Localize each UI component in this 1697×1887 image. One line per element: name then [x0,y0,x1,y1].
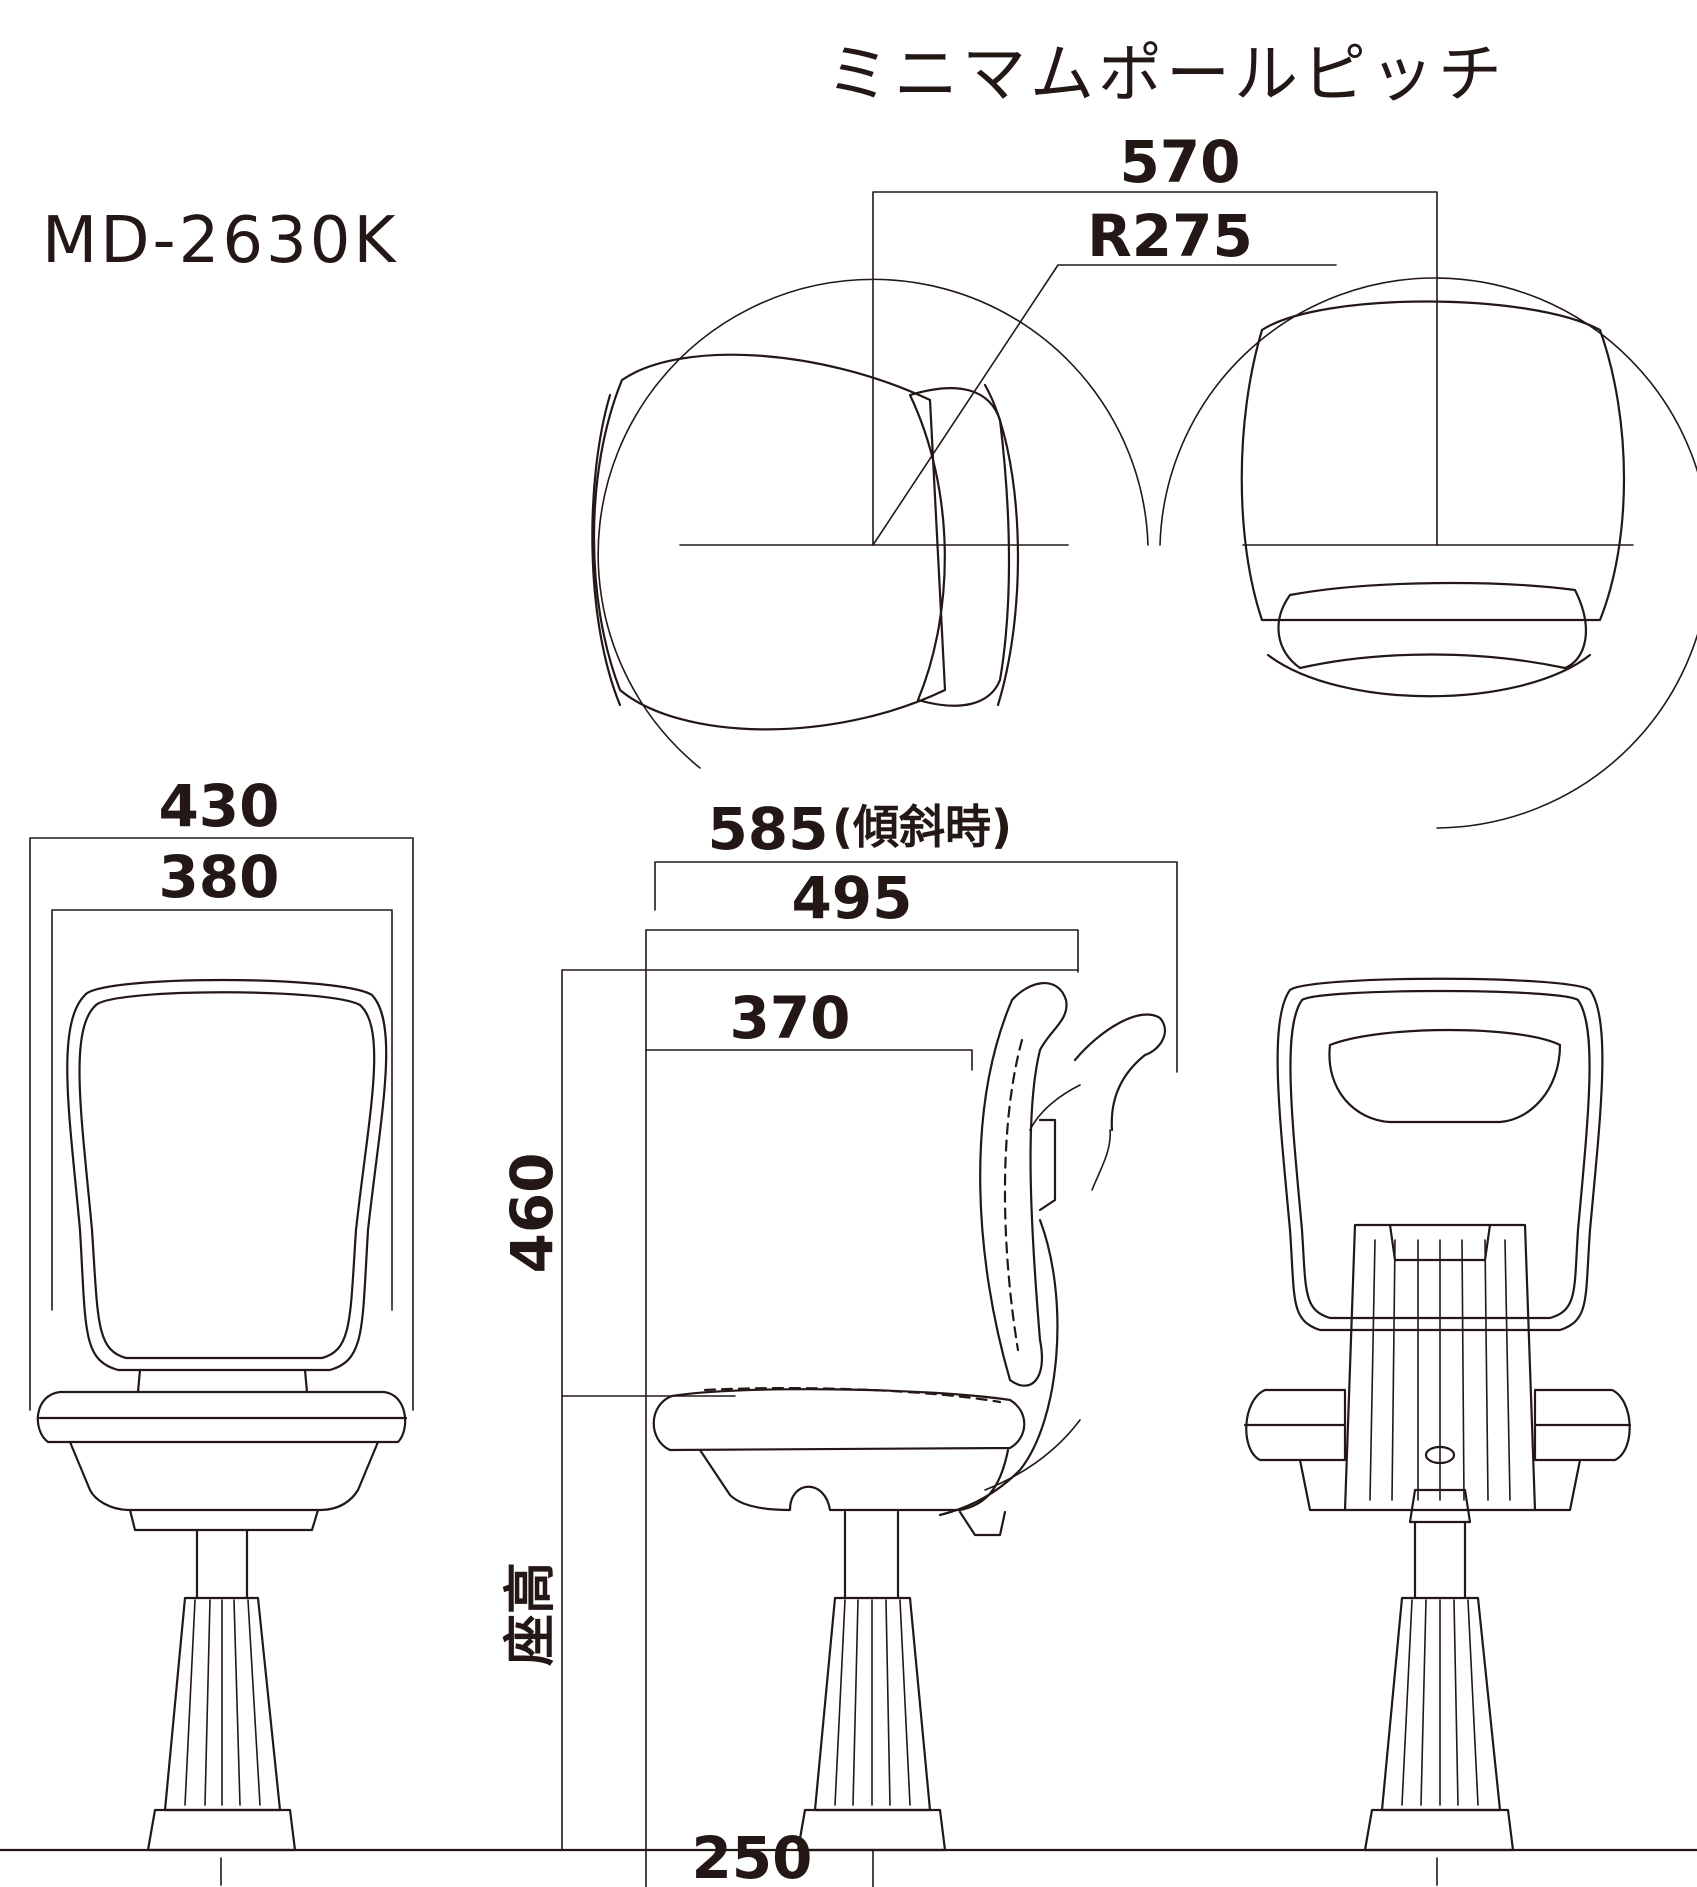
seat-height-label: 座高 [501,1562,561,1666]
pole-offset-value: 250 [691,1824,812,1887]
front-pole [195,1528,249,1600]
side-back-bracket [1038,1118,1057,1212]
width-380-dimension-line [51,909,393,1311]
side-view [561,861,1178,1887]
rear-seat-left [1245,1388,1347,1462]
rear-base-cone [1380,1596,1502,1812]
front-back-stem [136,1368,309,1394]
seat-height-value: 460 [498,1152,566,1273]
front-base-foot [146,1808,297,1852]
rear-base-foot [1363,1808,1515,1852]
side-depth-tilted-value: 585 [707,795,828,863]
rear-view [1243,977,1632,1886]
right-seat-outline [1240,300,1626,622]
depth-370-dimension-line [645,1049,973,1071]
rear-height-adjuster [1408,1488,1472,1524]
side-back-support [938,1218,1059,1517]
front-backrest-inner [78,991,376,1360]
side-base-ribs [834,1599,911,1806]
rear-base-ribs [1401,1599,1479,1806]
pole-pitch-value: 570 [1119,128,1240,196]
radius-value: R275 [1087,202,1253,270]
left-rotation-arc [597,278,1149,769]
rear-backrest-mesh [1328,1028,1562,1124]
rear-backrest-inner [1289,989,1591,1320]
depth-585-dimension-line [654,861,1178,1073]
side-pole [843,1510,900,1600]
left-seat-outline [592,353,947,731]
top-view-title: ミニマムポールピッチ [826,38,1506,112]
side-backrest-dashed [1003,1038,1024,1352]
rear-spine-ribs [1369,1239,1511,1501]
front-width-inner-value: 380 [158,843,279,911]
top-view-plan [591,191,1697,829]
right-backrest-mesh [1277,581,1587,670]
side-depth-value: 495 [791,864,912,932]
rear-knob [1424,1445,1456,1465]
model-number: MD-2630K [42,204,398,278]
right-backrest-rim [1266,653,1592,698]
side-backrest-tilted [1073,1013,1166,1132]
rear-seat-right [1533,1388,1631,1462]
depth-495-dimension-line [645,929,1079,973]
front-view [29,837,414,1886]
left-backrest-rim [983,383,1020,707]
side-seat-cushion [652,1388,1026,1452]
front-base-ribs [184,1599,261,1806]
side-seat-depth-value: 370 [729,984,850,1052]
front-seat-cushion [36,1390,407,1444]
right-rotation-arc [1159,277,1697,829]
radius-leader-line [872,264,1337,546]
rear-backrest-outer [1276,977,1604,1332]
rear-spine-cap [1388,1223,1492,1262]
side-seat-shell [698,1448,1010,1512]
side-lever [958,1510,1007,1537]
side-tilt-motion-lines [984,1084,1111,1491]
front-width-overall-value: 430 [158,772,279,840]
side-depth-tilted-note: (傾斜時) [832,800,1012,854]
front-seat-shell [68,1440,380,1512]
rear-seat-shell [1298,1458,1582,1512]
side-base-foot [796,1808,947,1852]
width-430-dimension-line [29,837,414,1411]
rear-pole [1413,1520,1467,1600]
pitch-dimension-line [872,191,1438,546]
left-seat-edge [591,393,622,707]
side-seat-dashed-contour [703,1386,1002,1404]
front-mechanism [128,1508,320,1532]
left-backrest-mesh [908,387,1011,707]
side-backrest-upright [979,982,1068,1387]
front-backrest [66,978,388,1372]
